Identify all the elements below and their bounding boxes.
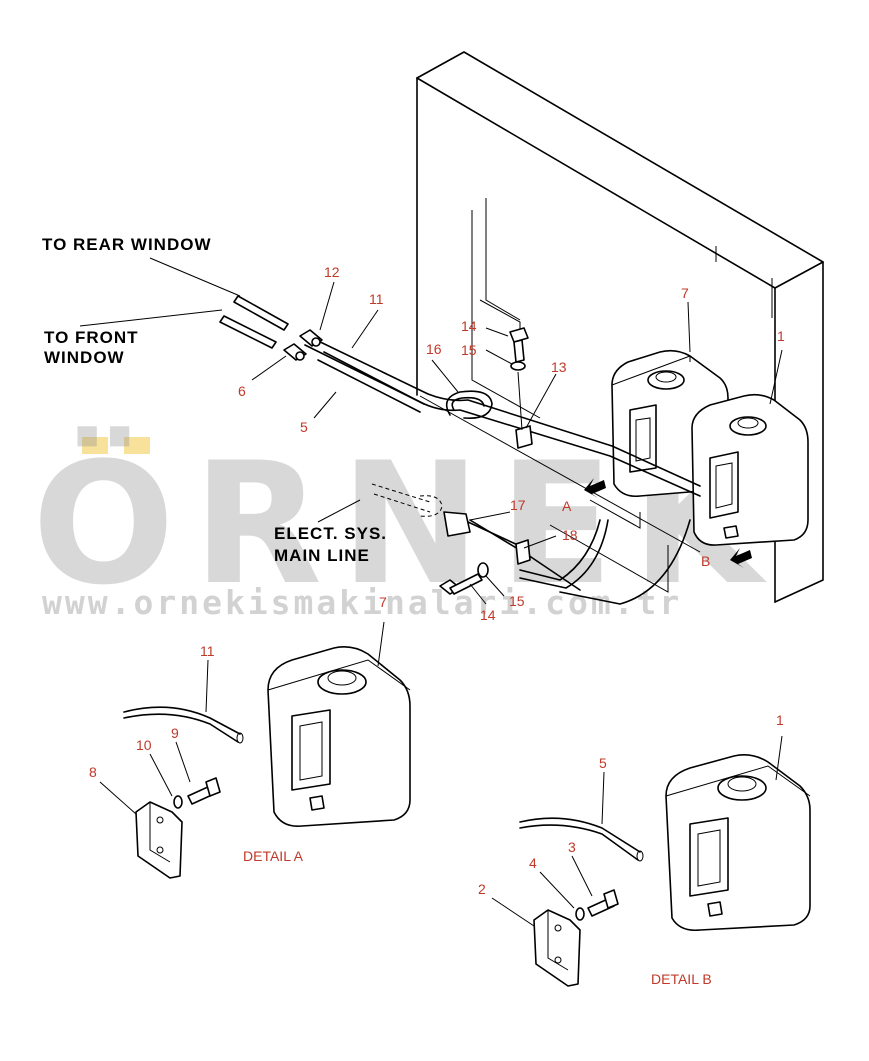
elect-connector — [371, 483, 521, 547]
detail-b-washer-4 — [575, 907, 585, 921]
detail-a-tank — [267, 646, 411, 828]
callout-10: 10 — [136, 737, 152, 753]
label-elect-sys: ELECT. SYS. — [274, 524, 387, 543]
clamp-13 — [515, 371, 533, 449]
watermark-accent-right — [124, 437, 150, 454]
callout-4: 4 — [529, 855, 537, 871]
callout-14-top: 14 — [461, 318, 477, 334]
washer-tank-1 — [691, 393, 809, 546]
callout-1-detail: 1 — [776, 712, 784, 728]
label-to-rear-window: TO REAR WINDOW — [42, 235, 212, 254]
detail-a-hose-11 — [123, 706, 244, 744]
nozzle-6 — [283, 343, 307, 361]
clamp-18 — [515, 539, 531, 565]
detail-a-bracket-8 — [135, 801, 183, 879]
detail-b-bolt-3 — [587, 889, 619, 917]
detail-b-label: DETAIL B — [651, 971, 712, 987]
detail-a-bolt-9 — [187, 777, 221, 805]
callout-2: 2 — [478, 881, 486, 897]
callout-15-top: 15 — [461, 342, 477, 358]
callout-18: 18 — [562, 527, 578, 543]
callout-14-mid: 14 — [480, 607, 496, 623]
callout-13: 13 — [551, 359, 567, 375]
callout-16: 16 — [426, 341, 442, 357]
watermark-url: www.ornekismakinalari.com.tr — [42, 583, 682, 622]
callout-1-top: 1 — [777, 328, 785, 344]
callout-5-top: 5 — [300, 419, 308, 435]
callout-11-top: 11 — [369, 291, 384, 307]
marker-a: A — [562, 498, 572, 514]
detail-a-label: DETAIL A — [243, 848, 304, 864]
marker-b: B — [701, 553, 710, 569]
detail-b-hose-5 — [519, 817, 644, 862]
window-tubes — [219, 295, 289, 349]
callout-12: 12 — [324, 264, 340, 280]
callout-5-detail: 5 — [599, 755, 607, 771]
callout-7-top: 7 — [681, 285, 689, 301]
callout-7-detail: 7 — [379, 594, 387, 610]
bolt-14-top — [509, 327, 529, 363]
detail-a-washer-10 — [173, 795, 183, 809]
leader-lines — [79, 257, 783, 927]
bolt-14-mid — [439, 573, 483, 595]
detail-b-bracket-2 — [533, 909, 581, 987]
callout-3: 3 — [568, 839, 576, 855]
callout-9: 9 — [171, 725, 179, 741]
label-to-front-window-2: WINDOW — [44, 348, 125, 367]
washer-15-mid — [477, 562, 489, 578]
label-to-front-window: TO FRONT — [44, 328, 139, 347]
nozzle-12 — [299, 329, 323, 347]
arrow-b-icon — [730, 548, 752, 568]
arrow-a-icon — [584, 478, 606, 498]
callout-17: 17 — [510, 497, 526, 513]
washer-15-top — [510, 361, 526, 371]
watermark-accent-left — [82, 437, 108, 454]
callout-6: 6 — [238, 383, 246, 399]
detail-b-tank — [665, 754, 811, 932]
callout-11-detail: 11 — [200, 643, 215, 659]
callout-15-mid: 15 — [509, 593, 525, 609]
label-main-line: MAIN LINE — [274, 546, 370, 565]
callout-8: 8 — [89, 764, 97, 780]
